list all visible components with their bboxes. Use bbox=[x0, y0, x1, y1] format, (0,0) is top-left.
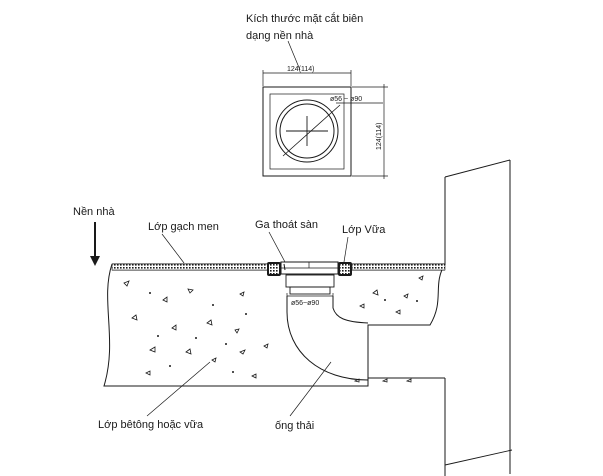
plan-outer-circle bbox=[275, 99, 339, 163]
wall bbox=[444, 159, 513, 476]
drain-neck bbox=[289, 286, 331, 295]
tile-layer-label: Lớp gạch men bbox=[148, 221, 219, 233]
plan-diameter-label: ø56 ~ ø90 bbox=[330, 96, 362, 103]
drain-pipe-leader bbox=[289, 361, 332, 417]
plan-width-label: 124(114) bbox=[287, 66, 315, 73]
drain-pipe-inner bbox=[286, 296, 369, 381]
tile-strip-left bbox=[111, 263, 274, 271]
plan-title-line1: Kích thước mặt cắt biên bbox=[246, 12, 363, 25]
plan-outer-frame bbox=[262, 86, 352, 177]
plan-height-label: 124(114) bbox=[376, 122, 383, 150]
mortar-block-right-fill bbox=[340, 264, 350, 274]
mortar-label-group: Lớp Vữa bbox=[342, 224, 386, 263]
drain-diameter-label: ø56~ø90 bbox=[291, 300, 319, 307]
plan-diameter-leader bbox=[282, 104, 341, 157]
concrete-label-group: Lớp bêtông hoặc vữa bbox=[98, 361, 211, 431]
wall-bottom-break bbox=[444, 449, 513, 466]
mortar-block-left-fill bbox=[269, 264, 279, 274]
plan-view: Kích thước mặt cắt biên dạng nền nhà 124… bbox=[246, 12, 388, 179]
wall-top-break bbox=[444, 159, 511, 178]
concrete-layer-leader bbox=[146, 361, 211, 417]
drain-pipe-label: ống thải bbox=[275, 420, 314, 432]
slab-outline bbox=[103, 263, 446, 387]
mortar-blocks bbox=[267, 262, 352, 276]
floor-base-arrow-head bbox=[90, 256, 100, 266]
floor-drain-leader bbox=[268, 231, 286, 263]
floor-drain: ø56~ø90 bbox=[280, 261, 339, 308]
tile-label-group: Lớp gạch men bbox=[148, 221, 219, 264]
drain-label-group: Ga thoát sàn bbox=[255, 219, 318, 263]
plan-title-line2: dạng nền nhà bbox=[246, 30, 314, 42]
plan-title-leader bbox=[287, 40, 301, 71]
mortar-layer-leader bbox=[343, 236, 349, 263]
drain-pipe-outer bbox=[332, 296, 369, 324]
pipe-label-group: ống thải bbox=[275, 361, 332, 432]
floor-drain-label: Ga thoát sàn bbox=[255, 219, 318, 231]
floor-base-label-group: Nền nhà bbox=[73, 206, 115, 266]
floor-base-label: Nền nhà bbox=[73, 206, 115, 218]
aggregate-marks bbox=[123, 275, 424, 383]
plan-inner-frame bbox=[269, 93, 345, 170]
tile-layer-leader bbox=[161, 233, 185, 264]
drain-pipe bbox=[286, 296, 369, 381]
tile-strip-right bbox=[351, 263, 446, 271]
concrete-layer-label: Lớp bêtông hoặc vữa bbox=[98, 419, 204, 431]
concrete-slab bbox=[103, 263, 446, 387]
plan-inner-circle bbox=[279, 103, 335, 159]
drain-body bbox=[285, 274, 335, 288]
mortar-layer-label: Lớp Vữa bbox=[342, 224, 386, 236]
aggregate-dots bbox=[149, 292, 418, 373]
